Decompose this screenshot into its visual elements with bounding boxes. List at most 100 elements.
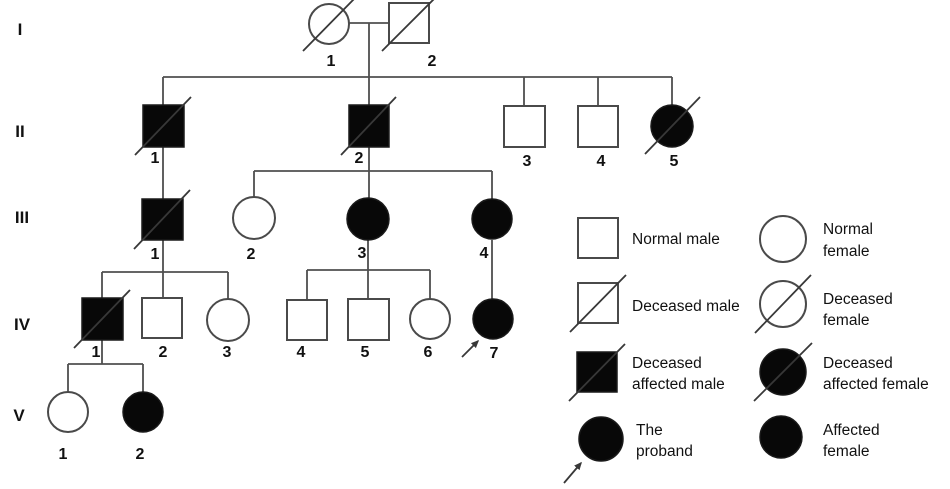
deceased-slash: [754, 274, 812, 334]
legend-item-normal-female: Normal female: [759, 215, 873, 263]
legend-item-deceased-male: Deceased male: [569, 274, 740, 333]
legend-item-affected-female: Affected female: [759, 415, 880, 460]
deceased-slash: [134, 96, 192, 156]
deceased-slash: [302, 0, 355, 52]
generation-label-V: V: [13, 406, 25, 425]
legend-label: Deceased: [823, 291, 893, 308]
normal-female-icon: [759, 215, 807, 263]
legend-label: affected female: [823, 376, 929, 393]
individual-number: 4: [597, 153, 606, 170]
normal-female-symbol: [409, 298, 451, 340]
affected-female-proband-symbol: [472, 298, 514, 340]
affected-female-symbol: [471, 198, 513, 240]
generation-label-IV: IV: [14, 315, 31, 334]
normal-female-symbol: [232, 196, 276, 240]
legend-label: affected male: [632, 376, 725, 393]
legend-item-proband: The proband: [563, 416, 693, 484]
legend-label: proband: [636, 443, 693, 460]
legend-label: female: [823, 443, 870, 460]
individual-number: 3: [223, 344, 232, 361]
individual-IV-6: 6: [409, 298, 451, 361]
individual-number: 1: [327, 53, 336, 70]
individual-III-3: 3: [346, 197, 390, 262]
legend-label: Normal male: [632, 231, 720, 248]
deceased-slash: [340, 96, 397, 156]
connector-lines: [67, 22, 673, 392]
individual-number: 5: [670, 153, 679, 170]
individual-number: 5: [361, 344, 370, 361]
individual-III-2: 2: [232, 196, 276, 263]
individual-III-4: 4: [471, 198, 513, 262]
individual-number: 2: [136, 446, 145, 463]
individual-V-1: 1: [47, 391, 89, 463]
normal-male-symbol: [347, 298, 390, 341]
legend: Normal male Normal female Deceased male …: [563, 215, 929, 484]
normal-male-symbol: [141, 297, 183, 339]
legend-label: female: [823, 312, 870, 329]
individual-number: 4: [297, 344, 306, 361]
individual-IV-3: 3: [206, 298, 250, 361]
individual-II-1: 1: [134, 96, 192, 167]
individual-number: 1: [59, 446, 68, 463]
individual-number: 1: [92, 344, 101, 361]
legend-label: Normal: [823, 221, 873, 238]
individual-V-2: 2: [122, 391, 164, 463]
legend-label: Affected: [823, 422, 880, 439]
individual-number: 2: [247, 246, 256, 263]
legend-item-normal-male: Normal male: [577, 217, 720, 259]
individuals: 1 2 1 2 3 4 5: [47, 0, 701, 463]
individual-IV-7: 7: [461, 298, 514, 362]
legend-item-deceased-affected-male: Deceased affected male: [568, 343, 725, 402]
legend-label: The: [636, 422, 663, 439]
individual-IV-4: 4: [286, 299, 328, 361]
individual-IV-2: 2: [141, 297, 183, 361]
legend-label: Deceased male: [632, 298, 740, 315]
legend-label: Deceased: [632, 355, 702, 372]
legend-item-deceased-affected-female: Deceased affected female: [753, 342, 929, 402]
individual-I-2: 2: [381, 0, 437, 70]
individual-number: 1: [151, 246, 160, 263]
normal-female-symbol: [206, 298, 250, 342]
affected-female-symbol: [346, 197, 390, 241]
proband-icon: [578, 416, 624, 462]
individual-IV-1: 1: [73, 289, 131, 361]
deceased-slash: [569, 274, 627, 333]
generation-label-I: I: [18, 20, 23, 39]
legend-item-deceased-female: Deceased female: [754, 274, 893, 334]
individual-III-1: 1: [133, 189, 191, 263]
deceased-slash: [644, 96, 701, 155]
individual-number: 1: [151, 150, 160, 167]
deceased-slash: [133, 189, 191, 250]
normal-male-symbol: [577, 105, 619, 148]
legend-label: Deceased: [823, 355, 893, 372]
generation-label-III: III: [15, 208, 29, 227]
normal-male-icon: [577, 217, 619, 259]
generation-label-II: II: [15, 122, 24, 141]
individual-number: 2: [355, 150, 364, 167]
individual-number: 3: [523, 153, 532, 170]
individual-II-5: 5: [644, 96, 701, 170]
deceased-slash: [73, 289, 131, 349]
deceased-slash: [381, 0, 435, 52]
individual-number: 3: [358, 245, 367, 262]
normal-male-symbol: [286, 299, 328, 341]
affected-female-symbol: [122, 391, 164, 433]
individual-number: 7: [490, 345, 499, 362]
individual-number: 2: [159, 344, 168, 361]
legend-label: female: [823, 243, 870, 260]
individual-II-4: 4: [577, 105, 619, 170]
individual-number: 2: [428, 53, 437, 70]
individual-I-1: 1: [302, 0, 355, 70]
individual-number: 4: [480, 245, 489, 262]
proband-arrow: [563, 461, 582, 484]
individual-number: 6: [424, 344, 433, 361]
generation-labels: I II III IV V: [13, 20, 30, 425]
individual-IV-5: 5: [347, 298, 390, 361]
deceased-slash: [568, 343, 626, 402]
deceased-slash: [753, 342, 813, 402]
affected-female-icon: [759, 415, 803, 459]
proband-arrow: [461, 339, 480, 358]
normal-male-symbol: [503, 105, 546, 148]
